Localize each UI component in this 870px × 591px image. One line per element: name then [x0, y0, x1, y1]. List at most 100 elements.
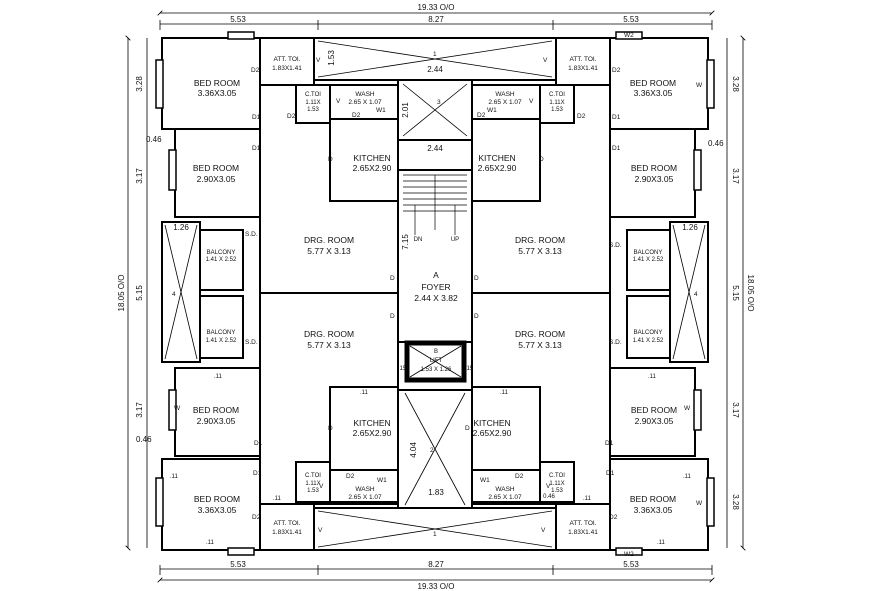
kit-bl-size: 2.65X2.90	[353, 428, 392, 438]
dim-right-c: 3.17	[731, 168, 740, 184]
bal-tr-size: 1.41 X 2.52	[633, 257, 664, 263]
bed-tl-size: 3.36X3.05	[198, 88, 237, 98]
mark-w1-bl: W1	[377, 477, 387, 484]
att-br-size: 1.83X1.41	[568, 529, 598, 536]
att-tl-name: ATT. TOI.	[273, 56, 300, 63]
mark-1-top: 1	[433, 51, 437, 58]
foyer-tag: A	[433, 270, 439, 280]
ctoi-tl-name: C.TOI	[305, 92, 321, 98]
kit-br-name: KITCHEN	[473, 418, 510, 428]
wash-br-size: 2.65 X 1.07	[488, 494, 522, 501]
kit-tl-size: 2.65X2.90	[353, 163, 392, 173]
mark-v-cbr: V	[546, 483, 551, 490]
mark-d1-lml: D1	[254, 440, 263, 447]
mark-d1-mr: D1	[612, 145, 621, 152]
dim-right-046: 0.46	[543, 494, 555, 500]
dim-bot-left: 5.53	[230, 560, 246, 569]
mark-p11-j: .11	[683, 474, 692, 480]
mark-d1-lmr: D1	[605, 440, 614, 447]
bed-bl-name: BED ROOM	[194, 494, 240, 504]
dim-right-f: 3.28	[731, 494, 740, 510]
bed-tl-name: BED ROOM	[194, 78, 240, 88]
kit-tr-name: KITCHEN	[478, 153, 515, 163]
mark-sd-bl: S.D.	[245, 339, 258, 346]
bed-lml-size: 2.90X3.05	[197, 416, 236, 426]
mark-p11-h: .11	[657, 540, 666, 546]
kit-bl-name: KITCHEN	[353, 418, 390, 428]
dim-right-d: 5.15	[731, 285, 740, 301]
mark-w-mr: W	[684, 405, 691, 412]
wash-tl-size: 2.65 X 1.07	[348, 99, 382, 106]
bal-tl-size: 1.41 X 2.52	[206, 257, 237, 263]
mark-d2-tl2: D2	[352, 112, 361, 119]
bed-lmr-size: 2.90X3.05	[635, 416, 674, 426]
dim-bot-mid: 8.27	[428, 560, 444, 569]
bed-br-size: 3.36X3.05	[634, 505, 673, 515]
mark-d2-tl: D2	[251, 67, 260, 74]
bed-tr-name: BED ROOM	[630, 78, 676, 88]
mark-sd-br: S.D.	[609, 339, 622, 346]
dim-stair-w: 2.44	[427, 144, 443, 153]
mark-d1-tl: D1	[252, 114, 261, 121]
wash-bl-size: 2.65 X 1.07	[348, 494, 382, 501]
mark-p11-f: .11	[500, 390, 509, 396]
mark-w-br: W	[696, 500, 703, 507]
mark-d1-br: D1	[606, 470, 615, 477]
opening-marks: D2 D1 V 1 V W2 D2 D1 W D2 V W1 D2 3 D2 W…	[170, 32, 703, 558]
kit-tl-name: KITCHEN	[353, 153, 390, 163]
bal-tr-name: BALCONY	[634, 250, 663, 256]
dim-shaft-w: 2.44	[427, 65, 443, 74]
dim-stair-len: 7.15	[401, 234, 410, 250]
core-dims: 1.53 2.44 2.44 2.01 7.15 1.26 1.26 .15 .…	[173, 50, 698, 500]
bal-bl-name: BALCONY	[207, 330, 236, 336]
ctoi-br-size: 1.11X	[549, 481, 564, 487]
att-tr-size: 1.83X1.41	[568, 65, 598, 72]
mark-d2-ctr: D2	[577, 113, 586, 120]
dim-right-a: 3.28	[731, 76, 740, 92]
bed-lml-name: BED ROOM	[193, 405, 239, 415]
mark-v-ctl: V	[336, 98, 341, 105]
ctoi-tr-size2: 1.53	[551, 107, 563, 113]
ctoi-bl-size: 1.11X	[305, 481, 320, 487]
dim-lobby-w: 1.83	[428, 488, 444, 497]
mark-d2-tr2: D2	[477, 112, 486, 119]
mark-w2-bot: W2	[624, 551, 634, 558]
mark-p11-g: .11	[648, 374, 657, 380]
mark-d-fbl: D	[390, 313, 395, 320]
att-bl-name: ATT. TOI.	[273, 520, 300, 527]
dim-top-mid: 8.27	[428, 15, 444, 24]
kit-tr-size: 2.65X2.90	[478, 163, 517, 173]
mark-p11-i: .11	[583, 496, 592, 502]
att-tr-name: ATT. TOI.	[569, 56, 596, 63]
ctoi-tl-size: 1.11X	[305, 100, 320, 106]
bed-mr-name: BED ROOM	[631, 163, 677, 173]
bed-lmr-name: BED ROOM	[631, 405, 677, 415]
dim-stair-h: 2.01	[401, 102, 410, 118]
mark-d2-wbl: D2	[346, 473, 355, 480]
dim-left-c: 3.17	[135, 168, 144, 184]
wash-tr-name: WASH	[495, 91, 515, 98]
mark-w-ml: W	[174, 405, 181, 412]
dim-left-a: 3.28	[135, 76, 144, 92]
drg-br-name: DRG. ROOM	[515, 329, 565, 339]
lift-size: 1.53 X 1.26	[421, 367, 452, 373]
ctoi-bl-size2: 1.53	[307, 488, 319, 494]
kit-br-size: 2.65X2.90	[473, 428, 512, 438]
mark-d2-br: D2	[609, 514, 618, 521]
mark-d-ftr: D	[474, 275, 479, 282]
mark-w1-br: W1	[480, 477, 490, 484]
mark-v-tl: V	[316, 57, 321, 64]
mark-v-bl: V	[318, 527, 323, 534]
mark-p11-b: .11	[170, 474, 179, 480]
foyer-name: FOYER	[421, 282, 450, 292]
lift-shaft	[404, 340, 467, 383]
dim-left-e: 3.17	[135, 402, 144, 418]
mark-4-l: 4	[172, 291, 176, 298]
drg-tl-name: DRG. ROOM	[304, 235, 354, 245]
ctoi-br-size2: 1.53	[551, 488, 563, 494]
att-br-name: ATT. TOI.	[569, 520, 596, 527]
shaft-crosses	[164, 40, 706, 548]
mark-p11-a: .11	[214, 374, 223, 380]
dim-bal-w-l: 1.26	[173, 223, 189, 232]
bed-bl-size: 3.36X3.05	[198, 505, 237, 515]
